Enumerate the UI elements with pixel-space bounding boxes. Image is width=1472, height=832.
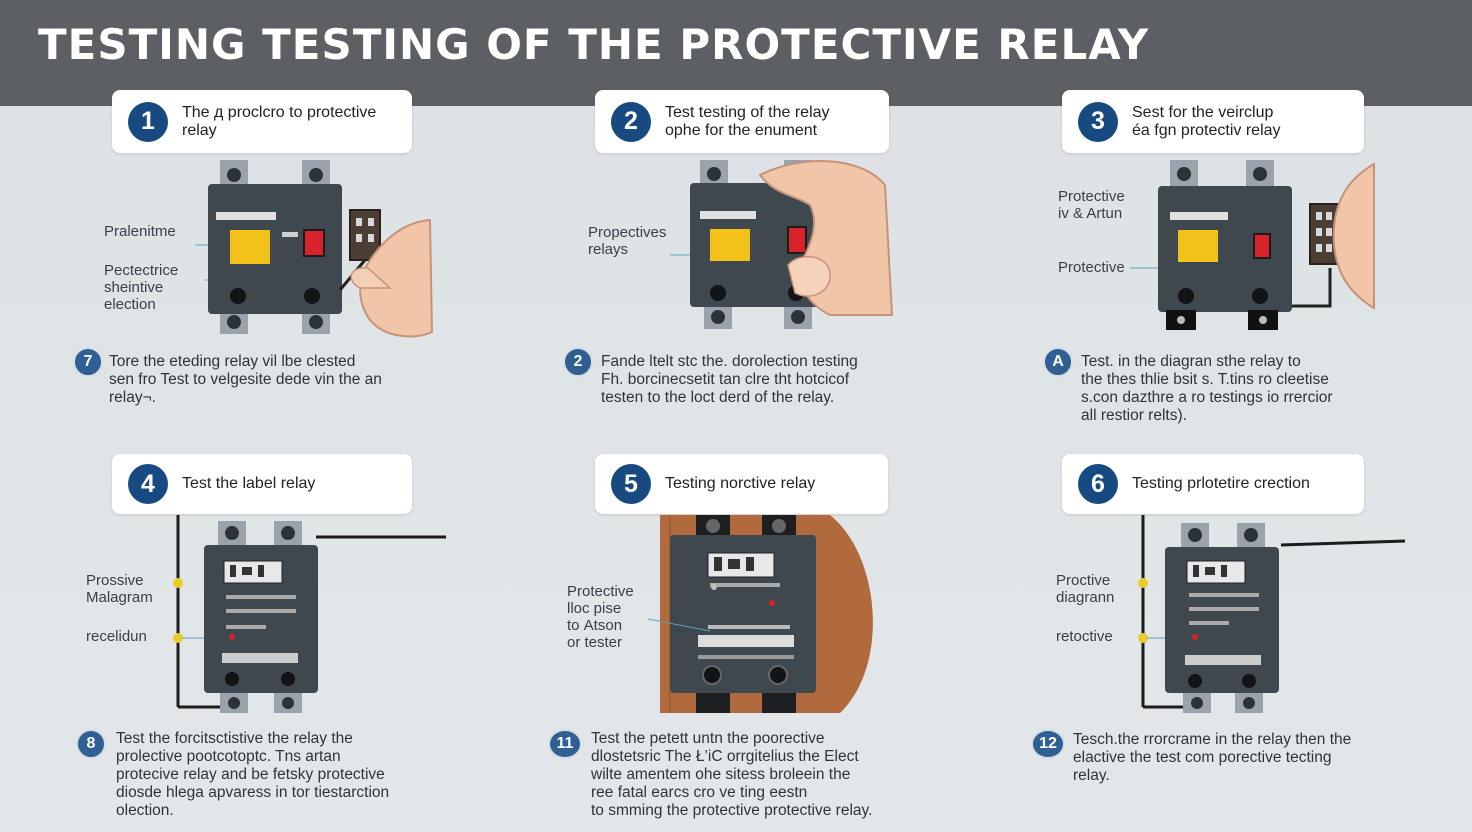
step-number-badge: 2 (611, 101, 651, 142)
note-badge: 8 (76, 729, 106, 759)
step-title: Testing norctive relay (665, 475, 816, 492)
step-number-badge: 1 (128, 101, 168, 142)
header-bar: TESTING TESTING OF THE PROTECTIVE RELAY (0, 0, 1472, 106)
step-card-4: 4 Test the label relay (112, 454, 412, 514)
callout-label: retoctive (1056, 628, 1113, 645)
callout-label: Pralenitme (104, 223, 176, 240)
note-badge: A (1043, 347, 1073, 377)
step-description: Tesch.the rrorcrame in the relay then th… (1073, 731, 1352, 784)
step-description: Fande ltelt stc the. dorolection testing… (601, 353, 858, 406)
step-title: Testing prlotetire crection (1132, 475, 1310, 492)
step-number-badge: 4 (128, 464, 168, 504)
step-number-badge: 3 (1078, 101, 1118, 142)
note-badge: 11 (548, 729, 582, 759)
note-badge: 12 (1031, 729, 1065, 759)
relay-wiring-illustration (173, 515, 446, 713)
relay-with-plug-illustration (1130, 160, 1375, 330)
relay-with-plug-illustration (195, 160, 434, 338)
note-badge: 7 (73, 347, 103, 377)
step-title: Test the label relay (182, 475, 316, 492)
callout-label: recelidun (86, 628, 147, 645)
step-number-badge: 6 (1078, 464, 1118, 504)
relay-held-by-hand-illustration (670, 160, 894, 329)
callout-label: Protective (1058, 259, 1125, 276)
page-title: TESTING TESTING OF THE PROTECTIVE RELAY (38, 20, 1150, 69)
note-badge: 2 (563, 347, 593, 377)
step-card-6: 6 Testing prlotetire crection (1062, 454, 1364, 514)
relay-on-wood-board-illustration (647, 515, 873, 713)
relay-wiring-illustration (1138, 515, 1406, 713)
step-number-badge: 5 (611, 464, 651, 504)
step-card-5: 5 Testing norctive relay (595, 454, 888, 514)
